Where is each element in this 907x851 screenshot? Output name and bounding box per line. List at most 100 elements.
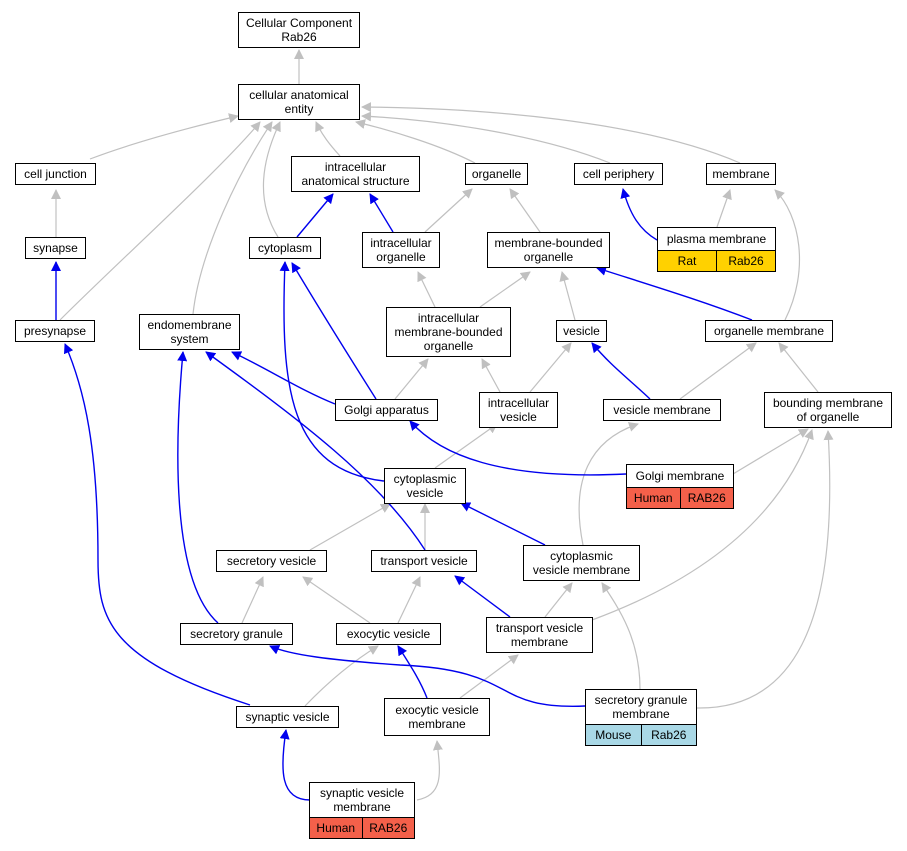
node-label: membrane-bounded organelle — [494, 236, 603, 264]
node-label: cellular anatomical entity — [249, 88, 349, 116]
node-intracellular-organelle[interactable]: intracellular organelle — [362, 232, 440, 268]
node-exocytic-vesicle-membrane[interactable]: exocytic vesicle membrane — [384, 698, 490, 736]
node-label: membrane — [712, 167, 770, 181]
annotation-row: Human RAB26 — [627, 487, 733, 508]
edge-secves-cytoves — [309, 503, 391, 551]
edge-organelle-cae — [355, 119, 476, 164]
edge-cytoves-cytoplasm — [279, 261, 385, 482]
node-transport-vesicle-membrane[interactable]: transport vesicle membrane — [486, 617, 593, 653]
gene-tag: Rab26 — [716, 251, 775, 271]
node-bounding-membrane-of-organelle[interactable]: bounding membrane of organelle — [764, 392, 892, 428]
species-tag: Human — [316, 821, 356, 835]
species-tag: Mouse — [595, 728, 632, 742]
node-label: bounding membrane of organelle — [772, 396, 884, 424]
node-label: Golgi membrane — [635, 469, 725, 483]
node-vesicle-membrane[interactable]: vesicle membrane — [603, 399, 721, 421]
edge-imbo-intraorg — [417, 271, 436, 308]
node-label: secretory granule — [190, 627, 283, 641]
edge-synves-presynapse — [64, 343, 251, 706]
node-membrane-bounded-organelle[interactable]: membrane-bounded organelle — [487, 232, 610, 268]
node-endomembrane-system[interactable]: endomembrane system — [139, 314, 240, 350]
node-exocytic-vesicle[interactable]: exocytic vesicle — [336, 623, 441, 645]
node-intracellular-vesicle[interactable]: intracellular vesicle — [479, 392, 558, 428]
edge-golgimem-golgi — [409, 420, 627, 476]
node-label: intracellular membrane-bounded organelle — [394, 311, 503, 353]
node-label: plasma membrane — [666, 232, 767, 246]
node-secretory-vesicle[interactable]: secretory vesicle — [216, 550, 327, 572]
node-label: synaptic vesicle — [245, 710, 330, 724]
node-synaptic-vesicle-membrane[interactable]: synaptic vesicle membrane Human RAB26 — [309, 782, 415, 839]
edge-cytoplasm-ias — [296, 193, 334, 238]
node-synapse[interactable]: synapse — [25, 237, 86, 259]
edge-svm-evm — [416, 740, 443, 801]
node-label: secretory vesicle — [226, 554, 317, 568]
edge-celljunction-cae — [89, 113, 239, 160]
edge-presynapse-cae — [59, 121, 261, 321]
node-label: synaptic vesicle membrane — [319, 786, 405, 814]
node-golgi-membrane[interactable]: Golgi membrane Human RAB26 — [626, 464, 734, 509]
edge-transves-endomem — [205, 351, 426, 551]
node-golgi-apparatus[interactable]: Golgi apparatus — [335, 399, 438, 421]
node-label: cytoplasmic vesicle — [393, 472, 457, 500]
node-transport-vesicle[interactable]: transport vesicle — [371, 550, 477, 572]
node-organelle-membrane[interactable]: organelle membrane — [705, 320, 833, 342]
edge-intraorg-ias — [369, 193, 394, 233]
edge-sgm-bmoo — [695, 430, 834, 709]
node-cytoplasm[interactable]: cytoplasm — [249, 237, 321, 259]
edge-synves-exoves — [304, 645, 379, 707]
node-synaptic-vesicle[interactable]: synaptic vesicle — [236, 706, 339, 728]
edge-mbo-organelle — [509, 188, 541, 233]
edge-cellperiphery-cae — [361, 111, 611, 164]
edge-ias-cae — [315, 121, 341, 157]
node-plasma-membrane[interactable]: plasma membrane Rat Rab26 — [657, 227, 776, 272]
node-label: transport vesicle membrane — [495, 621, 584, 649]
node-cellular-component-root[interactable]: Cellular Component Rab26 — [238, 12, 360, 48]
node-label: intracellular vesicle — [487, 396, 550, 424]
edge-vesicle-mbo — [559, 271, 576, 321]
edge-tvm-cvm — [544, 582, 573, 618]
edge-cytoves-intraves — [434, 423, 498, 469]
node-cellular-anatomical-entity[interactable]: cellular anatomical entity — [238, 84, 360, 120]
annotation-row: Mouse Rab26 — [586, 724, 696, 745]
edge-orgmem-membrane — [774, 189, 801, 321]
node-label: organelle membrane — [713, 324, 825, 338]
node-cytoplasmic-vesicle[interactable]: cytoplasmic vesicle — [384, 468, 466, 504]
edge-tvm-bmoo — [591, 429, 814, 621]
node-vesicle[interactable]: vesicle — [556, 320, 607, 342]
node-cytoplasmic-vesicle-membrane[interactable]: cytoplasmic vesicle membrane — [523, 545, 640, 581]
node-label: exocytic vesicle — [346, 627, 431, 641]
node-secretory-granule[interactable]: secretory granule — [180, 623, 293, 645]
edge-secgran-secves — [241, 576, 264, 624]
node-cell-periphery[interactable]: cell periphery — [574, 163, 663, 185]
node-label: endomembrane system — [147, 318, 232, 346]
node-label: synapse — [33, 241, 78, 255]
edge-cytoplasm-cae — [262, 121, 281, 238]
node-cell-junction[interactable]: cell junction — [15, 163, 96, 185]
edge-cvm-cytoves — [460, 502, 546, 546]
edge-golgimem-bmoo — [732, 428, 809, 475]
node-intracellular-membrane-bounded-organelle[interactable]: intracellular membrane-bounded organelle — [386, 307, 511, 357]
node-secretory-granule-membrane[interactable]: secretory granule membrane Mouse Rab26 — [585, 689, 697, 746]
edge-plasmamem-cellperiphery — [620, 188, 658, 241]
gene-tag: RAB26 — [361, 818, 415, 838]
edge-sgm-secgran — [269, 645, 586, 707]
edge-membrane-cae — [361, 102, 741, 164]
edge-intraorg-organelle — [424, 188, 473, 233]
edge-orgmem-mbo — [596, 265, 753, 321]
edge-plasmamem-membrane — [716, 189, 732, 228]
node-presynapse[interactable]: presynapse — [15, 320, 95, 342]
edge-tvm-transves — [454, 575, 511, 618]
node-intracellular-anatomical-structure[interactable]: intracellular anatomical structure — [291, 156, 420, 192]
edge-bmoo-orgmem — [778, 342, 819, 393]
node-label: transport vesicle — [380, 554, 468, 568]
node-label: exocytic vesicle membrane — [395, 703, 479, 731]
edge-cvm-vesmem — [578, 422, 639, 546]
node-label: secretory granule membrane — [594, 693, 688, 721]
node-membrane[interactable]: membrane — [706, 163, 776, 185]
node-organelle[interactable]: organelle — [465, 163, 528, 185]
annotation-row: Human RAB26 — [310, 817, 414, 838]
node-label: intracellular organelle — [370, 236, 432, 264]
node-label: vesicle membrane — [613, 403, 711, 417]
node-label: presynapse — [23, 324, 87, 338]
